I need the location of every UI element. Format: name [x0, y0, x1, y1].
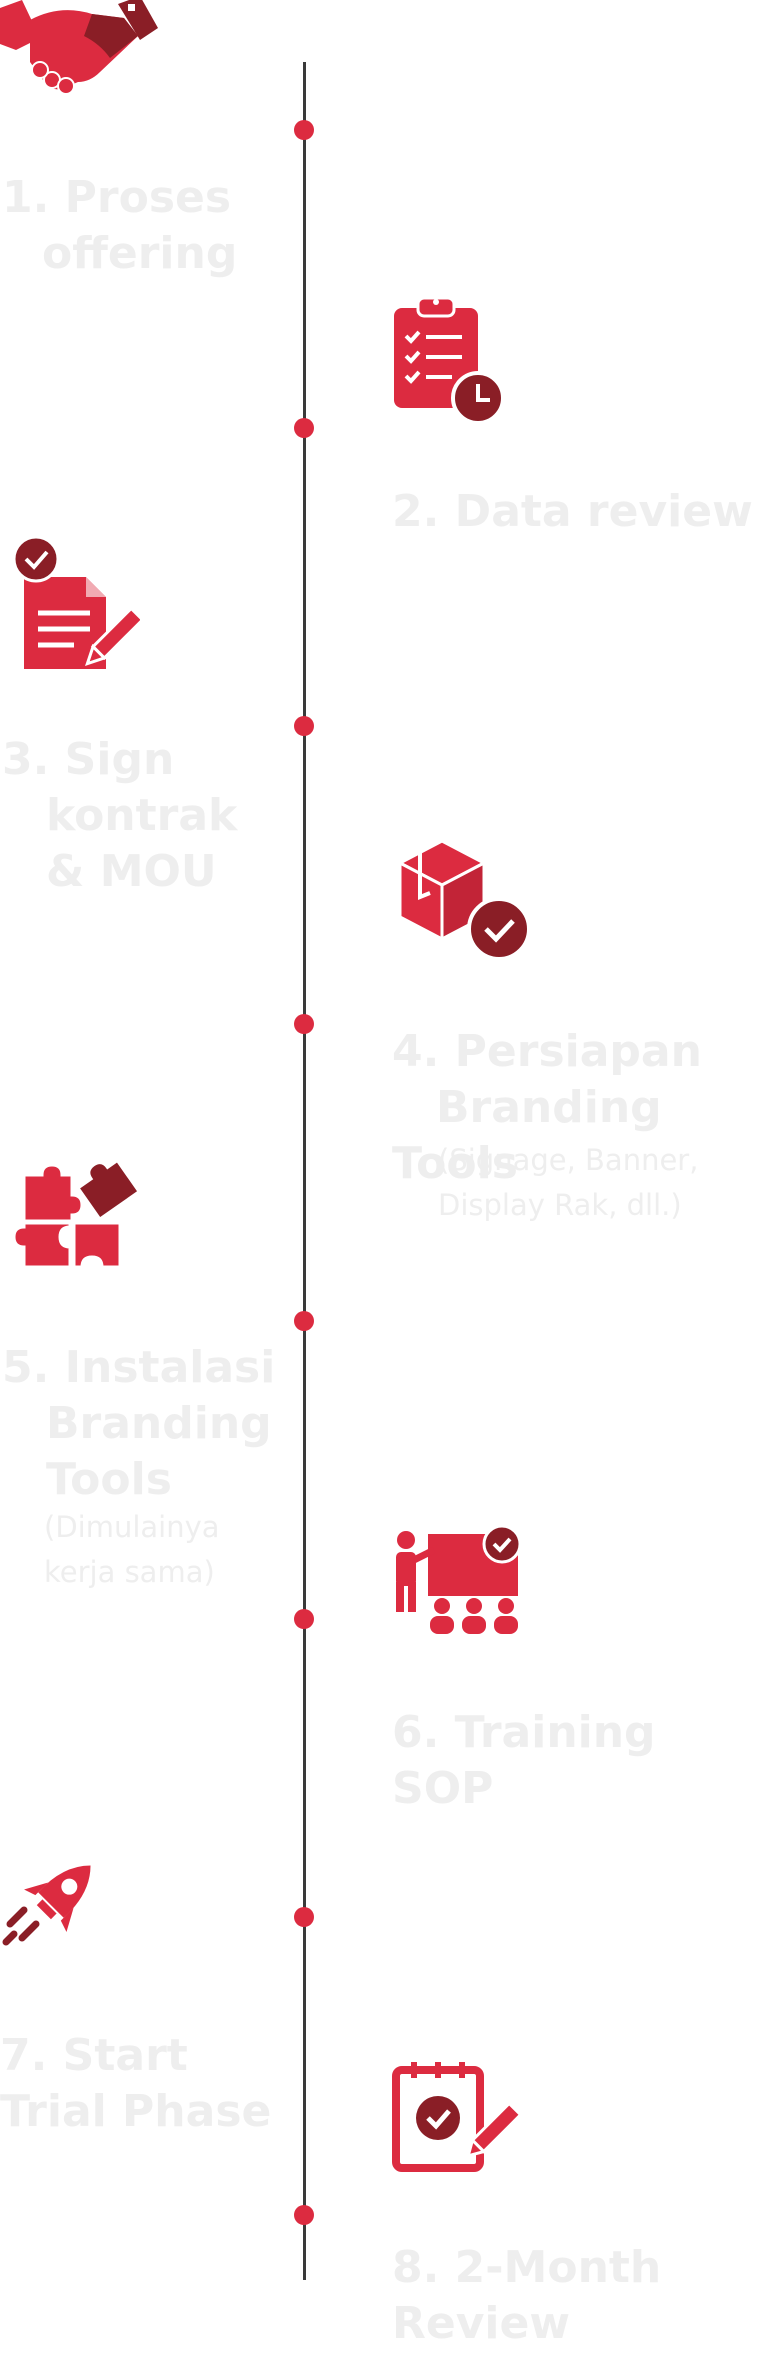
step-1-title-line-2: offering — [42, 228, 238, 279]
step-7-title: 7. Start Trial Phase — [0, 2028, 271, 2140]
step-1-title-line-1: Proses — [64, 172, 232, 223]
step-5-sub-line-1: (Dimulainya — [44, 1510, 220, 1544]
step-5-number: 5. — [2, 1342, 50, 1393]
step-3-number: 3. — [2, 734, 50, 785]
step-4-title: 4. Persiapan Branding Tools — [392, 1024, 768, 1192]
step-7-title-line-2: Trial Phase — [0, 2086, 272, 2137]
step-4-title-line-1: Persiapan — [454, 1026, 702, 1077]
training-icon — [388, 1520, 528, 1640]
step-4-sub-line-1: (Signage, Banner, — [438, 1143, 699, 1177]
step-8-title-line-2: Review — [392, 2298, 570, 2349]
step-5-title-line-1: Instalasi — [64, 1342, 276, 1393]
step-4-number: 4. — [392, 1026, 440, 1077]
step-2-title: 2. Data review — [392, 484, 753, 540]
step-6-number: 6. — [392, 1707, 440, 1758]
step-1-title: 1. Proses offering — [2, 170, 237, 282]
timeline-line — [303, 62, 306, 2280]
step-2-title-line-1: Data review — [454, 486, 753, 537]
step-6-title-line-1: Training SOP — [392, 1707, 656, 1814]
timeline-dot-4 — [294, 1014, 314, 1034]
step-1-number: 1. — [2, 172, 50, 223]
step-4-subtitle: (Signage, Banner, Display Rak, dll.) — [438, 1138, 698, 1228]
timeline-dot-8 — [294, 2205, 314, 2225]
clipboard-clock-icon — [392, 290, 507, 425]
step-3-title-line-2: kontrak — [46, 790, 238, 841]
step-3-title: 3. Sign kontrak & MOU — [2, 732, 237, 900]
step-8-number: 8. — [392, 2242, 440, 2293]
step-4-sub-line-2: Display Rak, dll.) — [438, 1188, 682, 1222]
timeline-dot-2 — [294, 418, 314, 438]
timeline-dot-5 — [294, 1311, 314, 1331]
timeline-dot-7 — [294, 1907, 314, 1927]
step-4-title-line-2: Branding Tools — [392, 1082, 662, 1189]
review-notepad-icon — [392, 2060, 522, 2175]
step-5-sub-line-2: kerja sama) — [44, 1555, 215, 1589]
timeline-dot-6 — [294, 1609, 314, 1629]
step-5-title-line-3: Tools — [46, 1454, 172, 1505]
step-3-title-line-1: Sign — [64, 734, 175, 785]
timeline-dot-3 — [294, 716, 314, 736]
contract-sign-icon — [10, 535, 140, 685]
step-8-title: 8. 2-Month Review — [392, 2240, 661, 2352]
step-6-title: 6. Training SOP — [392, 1705, 768, 1817]
step-3-title-line-3: & MOU — [46, 846, 217, 897]
rocket-icon — [0, 1848, 110, 1958]
box-check-icon — [392, 835, 537, 965]
puzzle-icon — [10, 1155, 140, 1275]
step-7-title-line-1: Start — [62, 2030, 188, 2081]
step-8-title-line-1: 2-Month — [454, 2242, 662, 2293]
timeline-dot-1 — [294, 120, 314, 140]
step-2-number: 2. — [392, 486, 440, 537]
handshake-icon — [0, 0, 160, 95]
step-5-title: 5. Instalasi Branding Tools — [2, 1340, 275, 1508]
step-7-number: 7. — [0, 2030, 48, 2081]
step-5-subtitle: (Dimulainya kerja sama) — [44, 1505, 220, 1595]
step-5-title-line-2: Branding — [46, 1398, 272, 1449]
